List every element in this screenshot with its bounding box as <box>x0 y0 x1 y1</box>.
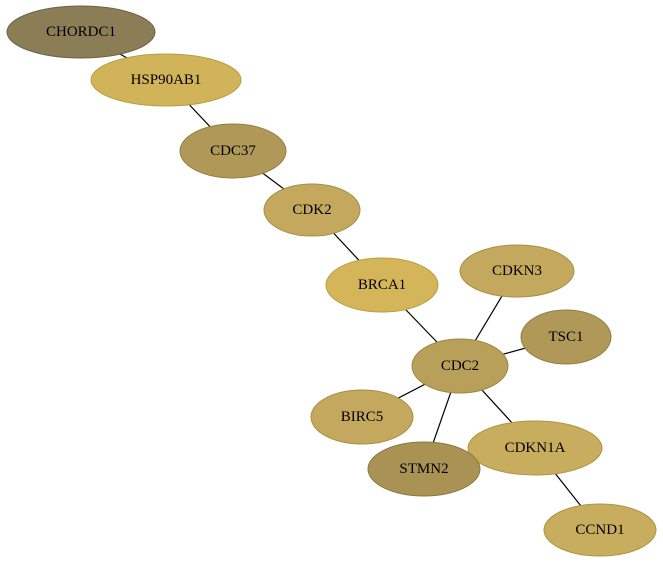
node-ccnd1[interactable]: CCND1 <box>543 503 657 557</box>
node-cdc37[interactable]: CDC37 <box>179 123 287 179</box>
node-cdk2[interactable]: CDK2 <box>263 183 361 237</box>
node-label: BIRC5 <box>341 409 384 425</box>
node-label: TSC1 <box>548 329 583 345</box>
node-cdkn1a[interactable]: CDKN1A <box>467 420 603 476</box>
node-label: BRCA1 <box>358 277 406 293</box>
node-ellipse[interactable] <box>263 183 361 237</box>
node-label: HSP90AB1 <box>131 72 202 88</box>
node-label: CDKN3 <box>492 263 542 279</box>
node-stmn2[interactable]: STMN2 <box>367 441 481 497</box>
node-label: CDK2 <box>292 202 331 218</box>
node-ellipse[interactable] <box>459 244 575 298</box>
node-ellipse[interactable] <box>90 53 242 107</box>
node-ellipse[interactable] <box>6 5 156 59</box>
node-cdkn3[interactable]: CDKN3 <box>459 244 575 298</box>
node-ellipse[interactable] <box>467 420 603 476</box>
node-ellipse[interactable] <box>325 257 439 313</box>
node-brca1[interactable]: BRCA1 <box>325 257 439 313</box>
node-birc5[interactable]: BIRC5 <box>310 389 414 445</box>
node-tsc1[interactable]: TSC1 <box>520 309 612 365</box>
node-label: CDC2 <box>441 358 479 374</box>
node-label: CCND1 <box>575 522 624 538</box>
node-label: STMN2 <box>399 461 448 477</box>
node-ellipse[interactable] <box>367 441 481 497</box>
node-ellipse[interactable] <box>310 389 414 445</box>
node-ellipse[interactable] <box>411 338 509 394</box>
node-label: CDC37 <box>210 143 256 159</box>
node-hsp90ab1[interactable]: HSP90AB1 <box>90 53 242 107</box>
node-ellipse[interactable] <box>520 309 612 365</box>
node-chordc1[interactable]: CHORDC1 <box>6 5 156 59</box>
node-ellipse[interactable] <box>543 503 657 557</box>
node-cdc2[interactable]: CDC2 <box>411 338 509 394</box>
node-ellipse[interactable] <box>179 123 287 179</box>
node-label: CDKN1A <box>505 440 566 456</box>
node-label: CHORDC1 <box>46 24 116 40</box>
